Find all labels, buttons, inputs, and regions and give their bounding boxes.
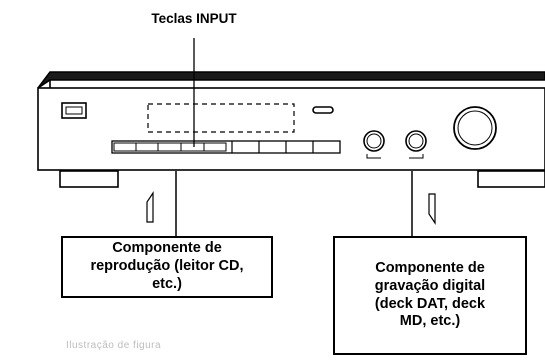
small-knob-right-mark <box>409 154 424 159</box>
recording-component-box: Componente de gravação digital (deck DAT… <box>333 236 527 355</box>
right-foot <box>477 170 545 188</box>
volume-knob-inner <box>457 110 493 146</box>
display-window <box>147 103 295 133</box>
small-knob-left-mark <box>366 154 381 159</box>
input-keys-label: Teclas INPUT <box>151 11 237 26</box>
recording-signal-arrow <box>411 171 436 236</box>
device-top-edge <box>37 71 545 89</box>
figure-caption: Ilustração de figura <box>66 340 162 351</box>
small-knob-right-inner <box>408 133 424 149</box>
left-foot <box>59 170 119 188</box>
small-knob-left-inner <box>366 133 382 149</box>
input-keys-group <box>113 142 227 152</box>
amplifier-device <box>37 71 545 188</box>
indicator-lamp <box>312 106 334 114</box>
power-switch-inner <box>65 106 83 115</box>
playback-component-box: Componente de reprodução (leitor CD, etc… <box>61 236 273 298</box>
playback-signal-arrow <box>146 171 177 236</box>
